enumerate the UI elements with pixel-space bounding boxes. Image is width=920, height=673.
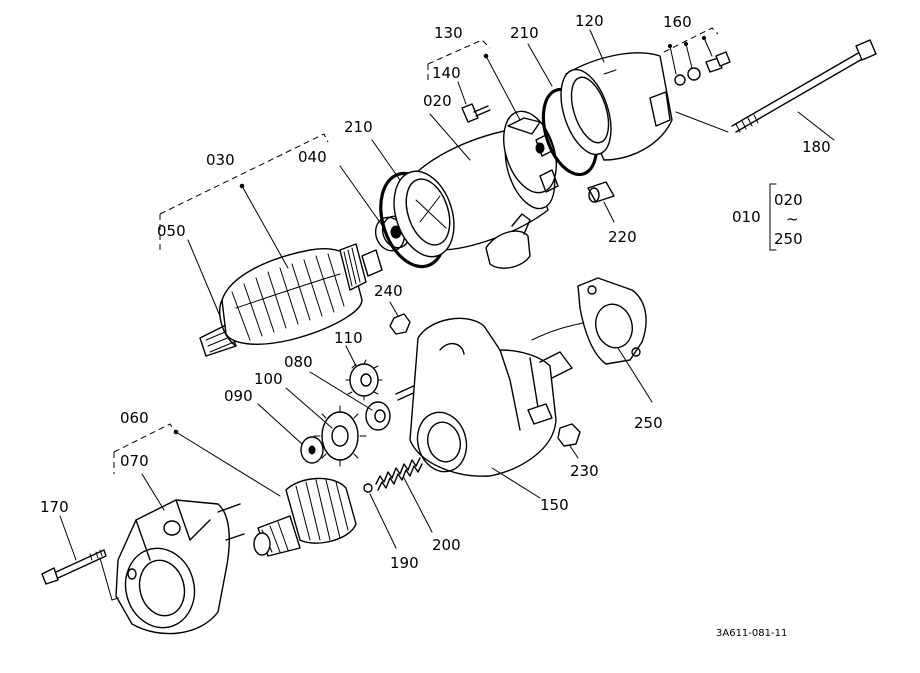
label-060: 060 bbox=[120, 409, 149, 427]
bearing-080-part bbox=[365, 401, 391, 431]
label-200: 200 bbox=[432, 536, 461, 554]
nut-240-part bbox=[389, 313, 411, 335]
label-110: 110 bbox=[334, 329, 363, 347]
drive-housing-part bbox=[115, 499, 245, 635]
screw-220-part bbox=[587, 181, 615, 203]
label-range-from-020: 020 bbox=[774, 191, 803, 209]
label-range-to-250: 250 bbox=[774, 230, 803, 248]
label-090: 090 bbox=[224, 387, 253, 405]
label-080: 080 bbox=[284, 353, 313, 371]
part-labels: 030 050 040 210 020 140 130 210 120 160 … bbox=[40, 12, 831, 639]
label-250: 250 bbox=[634, 414, 663, 432]
gear-110-part bbox=[345, 359, 383, 401]
through-bolt-part bbox=[731, 39, 877, 133]
label-050: 050 bbox=[157, 222, 186, 240]
ball-part bbox=[363, 483, 373, 493]
label-020: 020 bbox=[423, 92, 452, 110]
nut-230-part bbox=[557, 423, 581, 447]
label-130: 130 bbox=[434, 24, 463, 42]
drawing-code: 3A611-081-11 bbox=[716, 628, 787, 639]
gasket-part bbox=[577, 277, 647, 365]
label-100: 100 bbox=[254, 370, 283, 388]
label-070: 070 bbox=[120, 452, 149, 470]
washer-090-part bbox=[300, 436, 324, 464]
label-230: 230 bbox=[570, 462, 599, 480]
label-150: 150 bbox=[540, 496, 569, 514]
label-140: 140 bbox=[432, 64, 461, 82]
label-160: 160 bbox=[663, 13, 692, 31]
spring-part bbox=[375, 457, 423, 491]
hardware-160-part bbox=[674, 51, 731, 86]
label-010: 010 bbox=[732, 208, 761, 226]
label-220: 220 bbox=[608, 228, 637, 246]
gear-housing-part bbox=[409, 317, 589, 477]
gear-100-part bbox=[313, 405, 367, 467]
label-240: 240 bbox=[374, 282, 403, 300]
label-180: 180 bbox=[802, 138, 831, 156]
label-210-left: 210 bbox=[344, 118, 373, 136]
label-030: 030 bbox=[206, 151, 235, 169]
pinion-clutch-part bbox=[253, 477, 357, 557]
brush-holder-part bbox=[503, 110, 559, 194]
screw-140-part bbox=[461, 103, 491, 123]
bolt-170-part bbox=[41, 549, 107, 585]
label-range-tilde: ~ bbox=[786, 210, 799, 228]
label-210-right: 210 bbox=[510, 24, 539, 42]
rear-cover-part bbox=[560, 52, 673, 161]
armature-part bbox=[199, 243, 383, 357]
label-120: 120 bbox=[575, 12, 604, 30]
leader-lines bbox=[59, 27, 835, 601]
label-190: 190 bbox=[390, 554, 419, 572]
label-040: 040 bbox=[298, 148, 327, 166]
label-170: 170 bbox=[40, 498, 69, 516]
